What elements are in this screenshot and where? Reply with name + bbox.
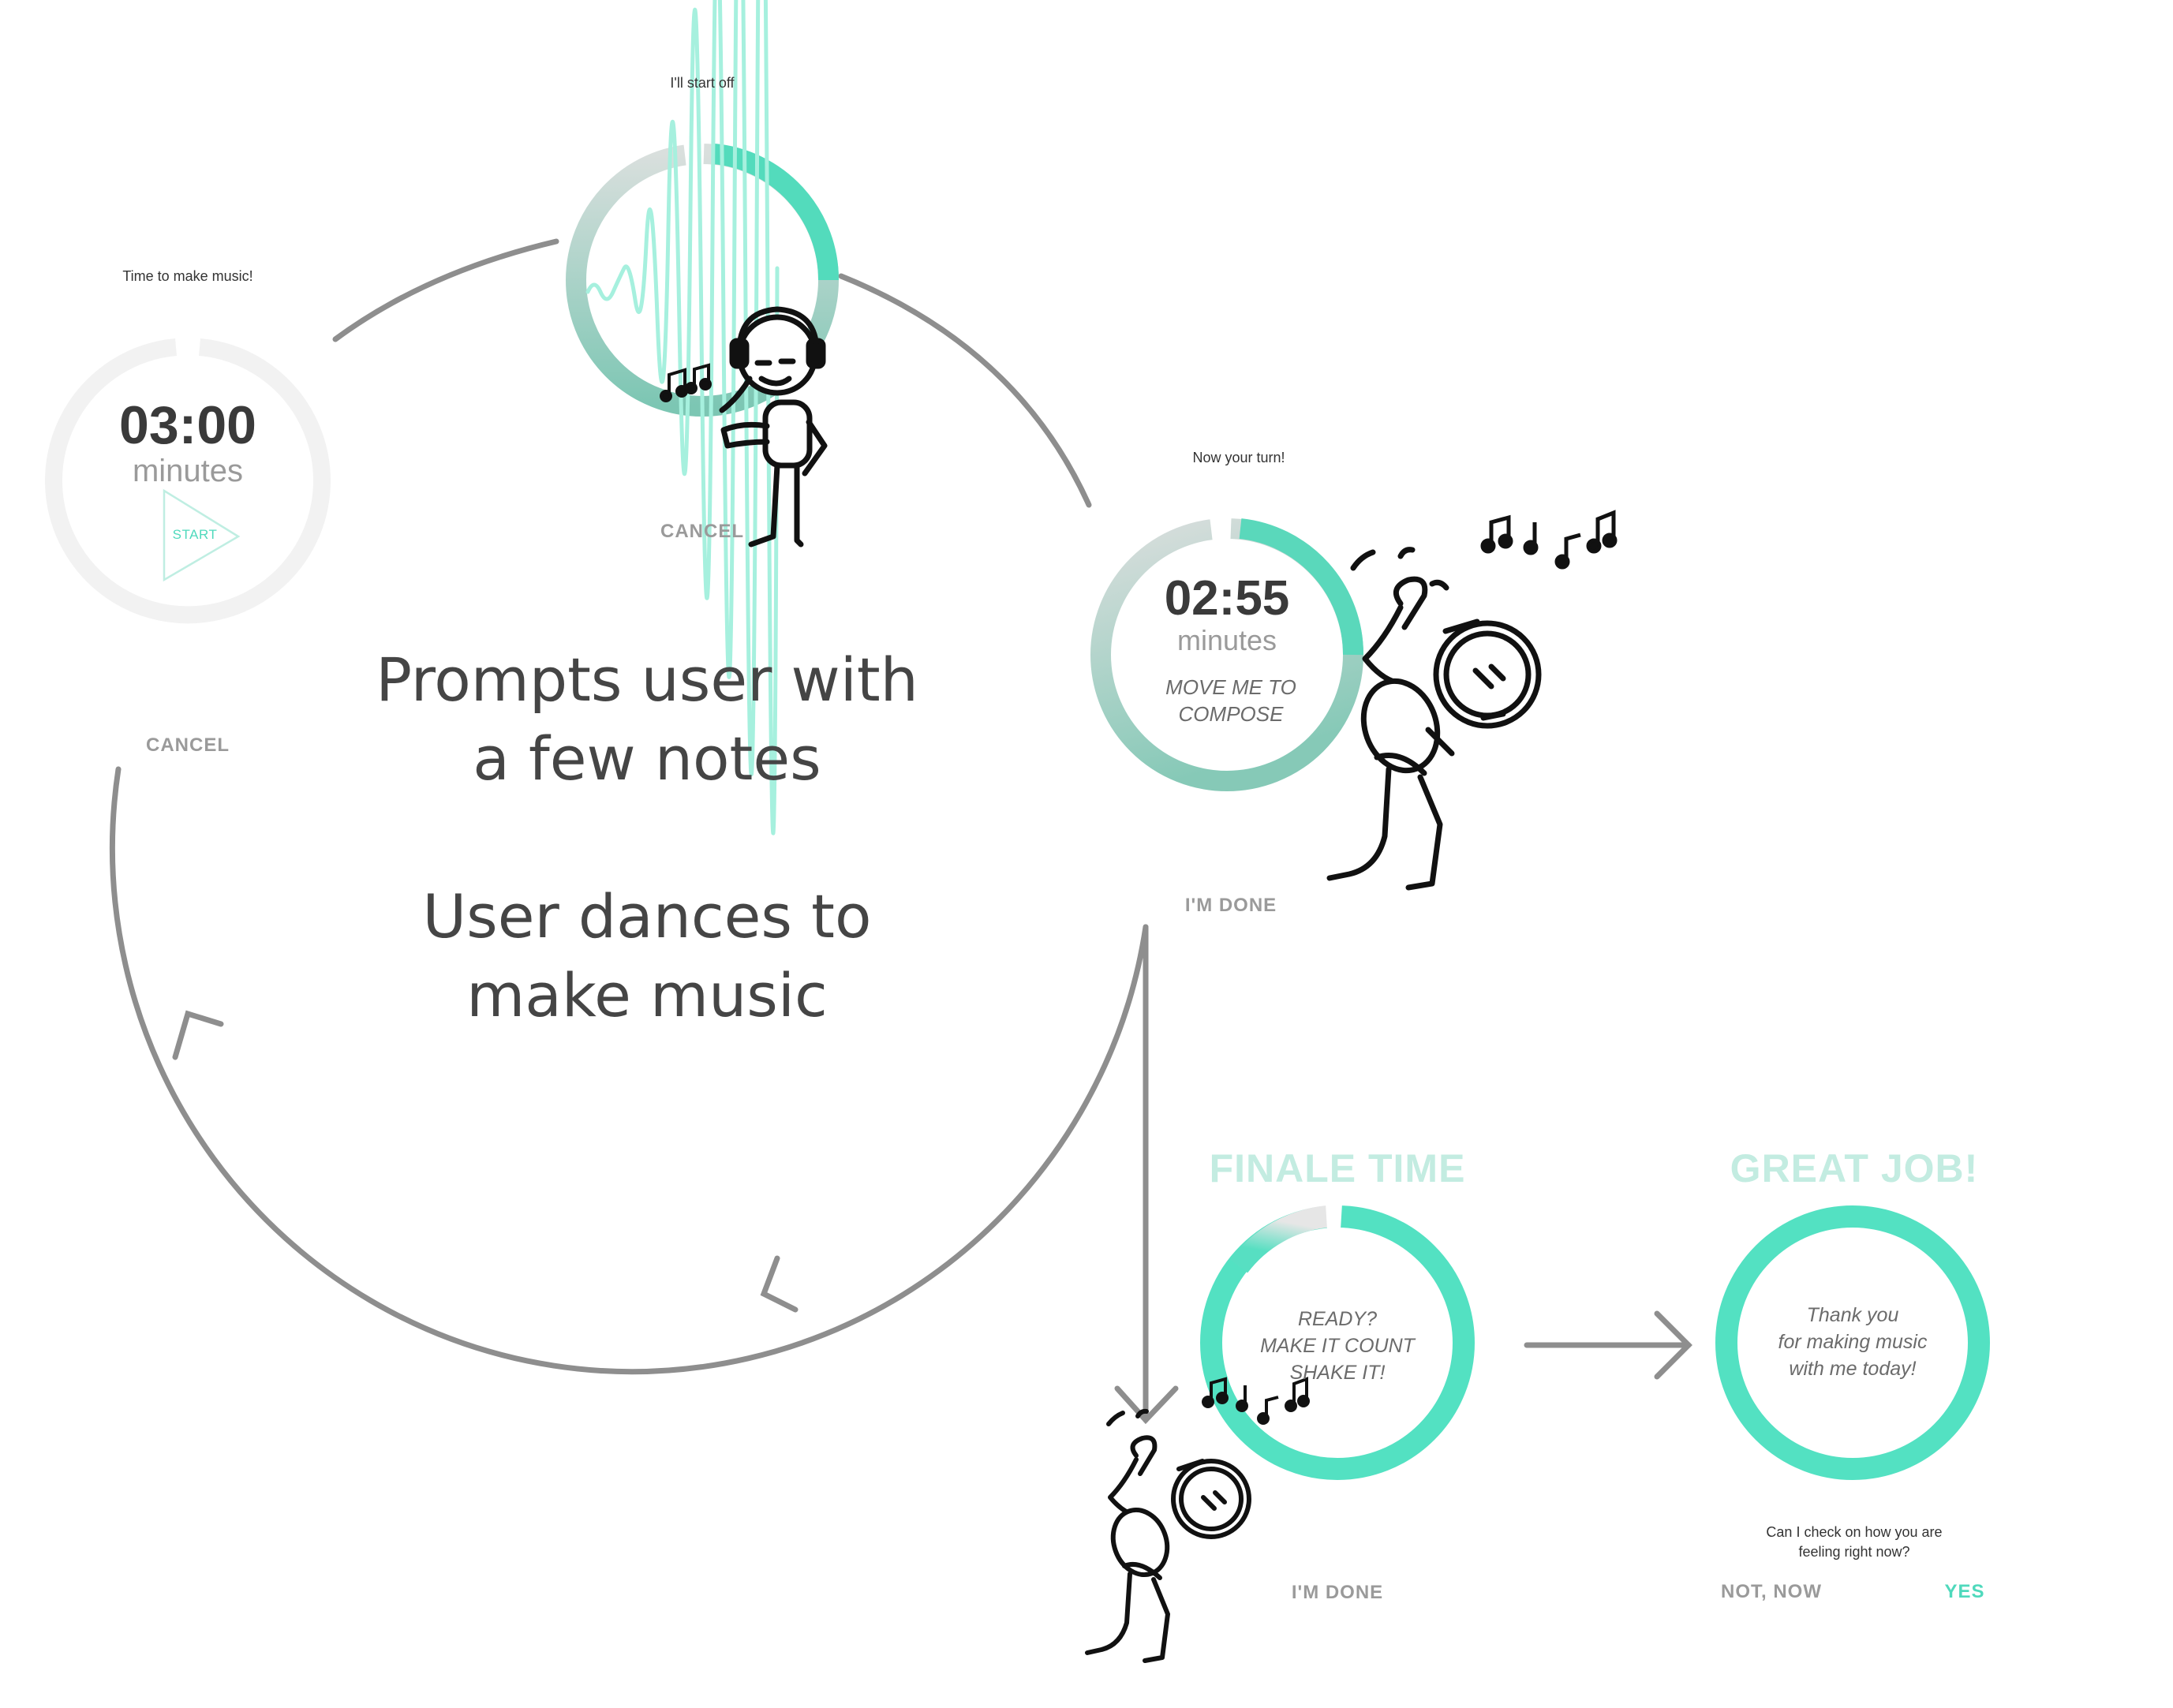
play-icon[interactable] (163, 488, 241, 582)
turn-unit: minutes (1176, 624, 1277, 656)
great-line: for making music (1778, 1331, 1928, 1353)
finale-line: READY? (1297, 1308, 1378, 1330)
description-line: User dances to (422, 881, 872, 951)
great-message: Thank you for making music with me today… (1750, 1302, 1955, 1382)
arrow-icon (1524, 1310, 1692, 1380)
finale-line: SHAKE IT! (1289, 1362, 1386, 1384)
finale-title: FINALE TIME (1209, 1146, 1466, 1190)
great-title: GREAT JOB! (1730, 1146, 1979, 1190)
start-cancel-button[interactable]: CANCEL (146, 734, 230, 756)
stick-figure-icon (1085, 1408, 1251, 1663)
start-timer: 03:00 minutes (77, 398, 298, 487)
turn-done-button[interactable]: I'M DONE (1184, 895, 1277, 916)
question-line: Can I check on how you are (1766, 1524, 1943, 1540)
start-caption: Time to make music! (122, 268, 253, 284)
great-line: Thank you (1806, 1304, 1899, 1326)
finale-line: MAKE IT COUNT (1260, 1335, 1415, 1357)
turn-prompt: MOVE ME TO COMPOSE (1140, 674, 1322, 727)
demo-caption: I'll start off (670, 75, 735, 91)
turn-time: 02:55 (1164, 571, 1290, 626)
description-line: a few notes (473, 723, 821, 794)
flow-arc-turn-to-start (110, 766, 1149, 1375)
finale-message: READY? MAKE IT COUNT SHAKE IT! (1247, 1306, 1428, 1386)
start-button-label[interactable]: START (172, 527, 218, 542)
turn-prompt-line: COMPOSE (1178, 702, 1284, 726)
turn-prompt-line: MOVE ME TO (1165, 675, 1296, 699)
turn-caption: Now your turn! (1192, 450, 1285, 465)
description-line: make music (466, 960, 828, 1030)
description-line: Prompts user with (376, 645, 918, 715)
not-now-button[interactable]: NOT, NOW (1721, 1581, 1822, 1602)
turn-timer: 02:55 minutes (1128, 574, 1326, 655)
demo-cancel-button[interactable]: CANCEL (660, 521, 744, 542)
great-job-ring (1715, 1205, 1990, 1480)
turn-timer-ring (1090, 516, 1364, 791)
stick-figure-icon (1326, 547, 1542, 891)
finale-done-button[interactable]: I'M DONE (1291, 1582, 1384, 1603)
wellbeing-question: Can I check on how you are feeling right… (1724, 1523, 1984, 1562)
music-notes-icon (1202, 1377, 1310, 1425)
music-notes-icon (1480, 510, 1618, 570)
yes-button[interactable]: YES (1944, 1581, 1985, 1602)
flow-description: Prompts user with a few notes User dance… (347, 641, 947, 1035)
flow-arc-start-to-demo (332, 238, 559, 342)
start-unit: minutes (132, 454, 244, 488)
waveform-icon (585, 0, 780, 835)
music-notes-icon (660, 363, 712, 402)
great-line: with me today! (1789, 1358, 1917, 1380)
arrow-icon (172, 1010, 799, 1313)
stick-figure-icon (719, 306, 828, 548)
start-timer-ring (45, 338, 331, 624)
flow-arc-demo-to-turn (838, 273, 1092, 508)
arrow-icon (1114, 924, 1179, 1425)
question-line: feeling right now? (1798, 1544, 1910, 1560)
start-time: 03:00 (119, 395, 256, 455)
finale-timer-ring (1200, 1203, 1475, 1480)
flow-cycle (110, 238, 1149, 1375)
